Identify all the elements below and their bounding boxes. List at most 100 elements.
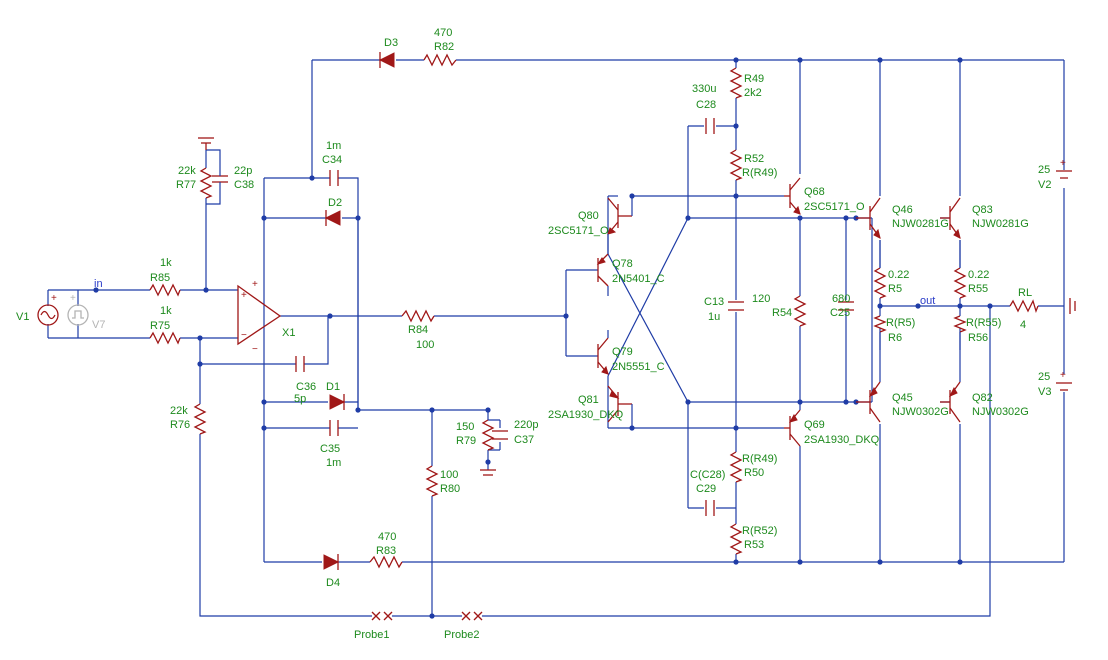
- v1-plus: +: [51, 293, 57, 304]
- capacitor-c29: [705, 500, 715, 516]
- label-q46-type: NJW0281G: [892, 218, 949, 230]
- label-q82-type: NJW0302G: [972, 406, 1029, 418]
- transistor-q46: [856, 197, 881, 239]
- label-q79-type: 2N5551_C: [612, 361, 665, 373]
- label-r76-val: 22k: [170, 405, 188, 417]
- label-r50-val: R(R49): [742, 453, 777, 465]
- label-d2: D2: [328, 197, 342, 209]
- transistor-q69: [784, 409, 801, 447]
- ground-r77: [198, 137, 214, 150]
- transistor-q80: [607, 196, 633, 235]
- resistor-r5: [873, 267, 887, 299]
- labels: D3 470 R82 R49 2k2 330u C28 R52 R(R49) Q…: [16, 27, 1051, 641]
- label-c36-val: 5p: [294, 393, 306, 405]
- resistor-r77: [199, 167, 213, 199]
- label-r53: R53: [744, 539, 764, 551]
- label-q81: Q81: [578, 394, 599, 406]
- label-r55: R55: [968, 283, 988, 295]
- label-c28-val: 330u: [692, 83, 716, 95]
- label-c34: C34: [322, 154, 342, 166]
- battery-v3: [1056, 382, 1072, 391]
- label-r84: R84: [408, 324, 428, 336]
- label-r54-val: 120: [752, 293, 770, 305]
- resistor-r56: [953, 315, 967, 333]
- label-c28: C28: [696, 99, 716, 111]
- label-q83: Q83: [972, 204, 993, 216]
- label-c29-val: C(C28): [690, 469, 725, 481]
- label-q45: Q45: [892, 392, 913, 404]
- label-q69: Q69: [804, 419, 825, 431]
- label-r77: R77: [176, 179, 196, 191]
- transistor-q45: [856, 381, 881, 423]
- v2-plus: +: [1060, 158, 1066, 169]
- label-r56-val: R(R55): [966, 317, 1001, 329]
- resistor-r84: [401, 309, 435, 323]
- label-v7: V7: [92, 319, 105, 331]
- label-q78-type: 2N5401_C: [612, 273, 665, 285]
- label-c13: C13: [704, 296, 724, 308]
- label-c35: C35: [320, 443, 340, 455]
- resistor-r50: [729, 451, 743, 483]
- label-c13-val: 1u: [708, 311, 720, 323]
- resistor-r49: [729, 67, 743, 99]
- v7-plus: +: [70, 293, 76, 304]
- label-q81-type: 2SA1930_DKQ: [548, 409, 624, 421]
- resistor-r55: [953, 267, 967, 299]
- label-r80-val: 100: [440, 469, 458, 481]
- label-rl: RL: [1018, 287, 1032, 299]
- label-q69-type: 2SA1930_DKQ: [804, 434, 880, 446]
- label-r85: R85: [150, 272, 170, 284]
- label-c37-val: 220p: [514, 419, 538, 431]
- label-r52: R52: [744, 153, 764, 165]
- resistor-r85: [149, 283, 181, 297]
- label-v2-val: 25: [1038, 164, 1050, 176]
- label-r49-val: 2k2: [744, 87, 762, 99]
- label-q78: Q78: [612, 258, 633, 270]
- diode-d2: [324, 210, 341, 226]
- label-q68-type: 2SC5171_O: [804, 201, 865, 213]
- transistor-q79: [597, 337, 609, 375]
- label-c25-val: 680: [832, 293, 850, 305]
- label-r55-val: 0.22: [968, 269, 989, 281]
- diode-d4: [323, 554, 340, 570]
- label-v2: V2: [1038, 179, 1051, 191]
- opamp-plus: +: [241, 290, 247, 301]
- label-r80: R80: [440, 483, 460, 495]
- resistor-rl: [1009, 299, 1039, 313]
- resistor-r52: [729, 149, 743, 181]
- polarity-marks: + − + − + + + +: [51, 158, 1066, 381]
- label-q80-type: 2SC5171_O: [548, 225, 609, 237]
- resistor-r83: [369, 555, 403, 569]
- resistor-r75: [149, 331, 181, 345]
- battery-v2: [1056, 170, 1072, 179]
- label-probe2: Probe2: [444, 629, 479, 641]
- label-r5-val: 0.22: [888, 269, 909, 281]
- resistor-r82: [423, 53, 457, 67]
- resistor-r54: [793, 295, 807, 327]
- diode-d3: [378, 52, 395, 68]
- capacitor-c36: [295, 356, 305, 372]
- label-x1: X1: [282, 327, 295, 339]
- label-r6-val: R(R5): [886, 317, 915, 329]
- label-r83-val: 470: [378, 531, 396, 543]
- net-out: out: [920, 295, 935, 307]
- label-c25: C25: [830, 307, 850, 319]
- label-q46: Q46: [892, 204, 913, 216]
- label-r75: R75: [150, 320, 170, 332]
- label-r50: R50: [744, 467, 764, 479]
- label-r53-val: R(R52): [742, 525, 777, 537]
- capacitor-c34: [329, 170, 339, 186]
- label-r79-val: 150: [456, 421, 474, 433]
- label-q82: Q82: [972, 392, 993, 404]
- label-c37: C37: [514, 434, 534, 446]
- opamp-vplus: +: [252, 279, 258, 290]
- junctions: [93, 57, 993, 619]
- transistor-q78: [596, 253, 609, 287]
- label-v3-val: 25: [1038, 371, 1050, 383]
- capacitor-c28: [705, 118, 715, 134]
- label-c38: C38: [234, 179, 254, 191]
- resistor-r6: [873, 315, 887, 333]
- label-r52-val: R(R49): [742, 167, 777, 179]
- resistor-r76: [193, 403, 207, 435]
